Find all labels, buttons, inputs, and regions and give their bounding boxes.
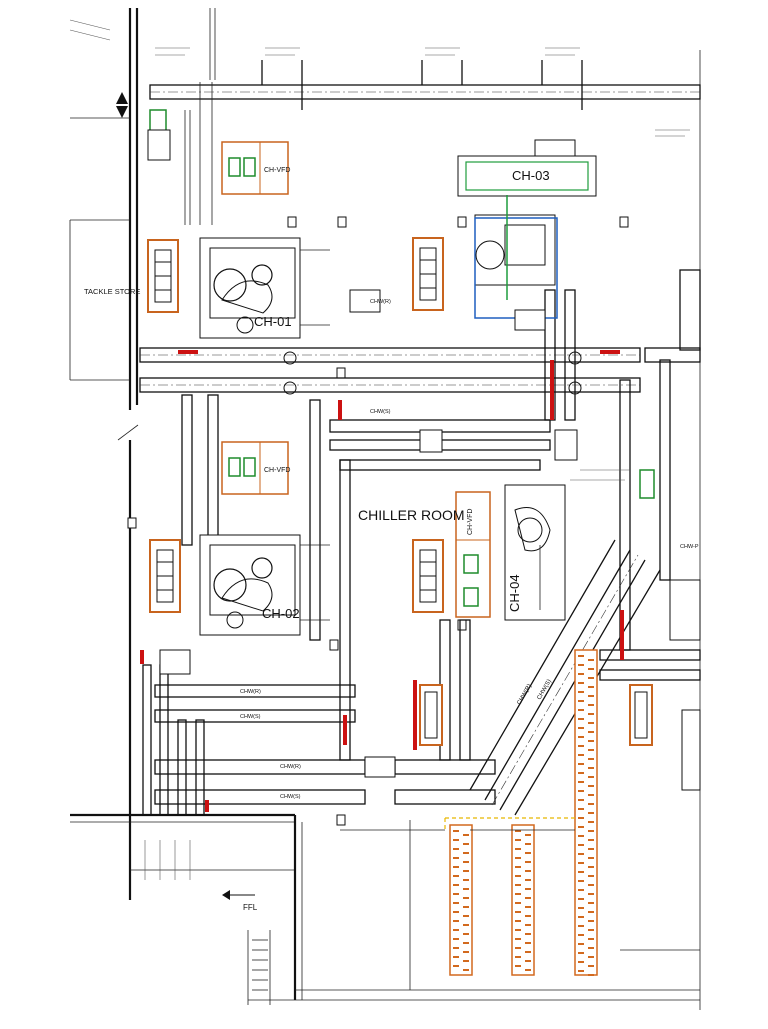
chiller-tag: CH-04	[507, 574, 522, 612]
misc-equipment	[147, 129, 701, 791]
pipe-label: CHW(S)	[240, 714, 261, 720]
tackle-store-label: TACKLE STORE	[84, 287, 140, 296]
pipe-label: CHW-P	[680, 544, 699, 550]
room-labels: CHILLER ROOM TACKLE STORE FFL CHW-P CHW(…	[84, 287, 699, 912]
vfd-label: CH-VFD	[467, 509, 474, 535]
chiller-ch-04[interactable]: CH-04	[504, 484, 566, 621]
valve-icon[interactable]	[140, 350, 624, 812]
stair	[252, 939, 268, 991]
chiller-tag: CH-02	[262, 606, 300, 621]
vfd-panel-3[interactable]: CH-VFD	[455, 491, 491, 618]
dimension-lines	[340, 817, 575, 831]
pipe-label: CHW(S)	[280, 794, 301, 800]
room-title: CHILLER ROOM	[358, 507, 465, 523]
pipe-label: CHW(R)	[240, 689, 261, 695]
chiller-ch-01[interactable]: CH-01	[199, 237, 330, 339]
header-pipes-top	[149, 60, 701, 225]
vfd-panel-2[interactable]: CH-VFD	[221, 441, 290, 495]
pump-icon[interactable]	[149, 539, 181, 613]
vfd-panel-1[interactable]: CH-VFD	[221, 141, 290, 195]
ffl-label: FFL	[243, 903, 258, 912]
pump-icon[interactable]	[412, 539, 444, 613]
pump-icon[interactable]	[419, 684, 443, 746]
pipe-label: CHW(R)	[370, 299, 391, 305]
chiller-ch-03[interactable]: CH-03	[457, 139, 597, 319]
building-walls	[69, 8, 701, 1010]
pipe-label: CHW(R)	[280, 764, 301, 770]
vfd-label: CH-VFD	[264, 167, 290, 174]
north-arrow-icon	[116, 92, 128, 118]
annotation-marks	[69, 19, 690, 880]
pump-icon[interactable]	[412, 237, 444, 311]
structural-columns	[127, 216, 629, 826]
section-arrow-icon	[222, 890, 255, 900]
pump-icon[interactable]	[629, 684, 653, 746]
chiller-tag: CH-01	[254, 314, 292, 329]
hatched-pipe-bundles	[449, 649, 598, 976]
chiller-ch-02[interactable]: CH-02	[199, 534, 330, 636]
chiller-tag: CH-03	[512, 168, 550, 183]
pump-icon[interactable]	[147, 239, 179, 313]
pipe-label: CHW(S)	[370, 409, 391, 415]
pipe-label: CHW(R)	[517, 683, 534, 706]
vfd-label: CH-VFD	[264, 467, 290, 474]
